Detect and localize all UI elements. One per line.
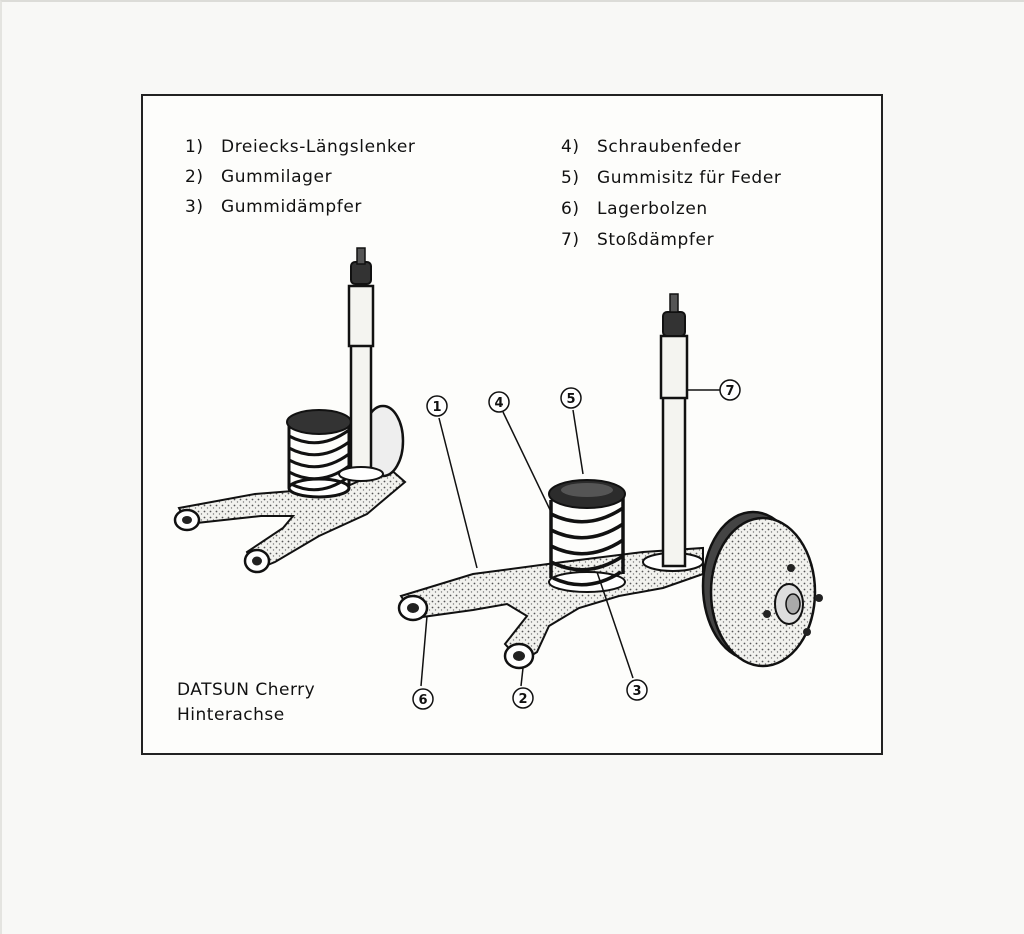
- callout-number: 2: [518, 692, 527, 707]
- right-shock-upper-tube: [659, 334, 689, 400]
- legend-label: Gummisitz für Feder: [597, 168, 782, 188]
- wheel-stud: [803, 628, 811, 636]
- callout-number: 6: [418, 693, 427, 708]
- right-bushing-front-inner: [407, 603, 419, 613]
- legend-number: 7): [561, 230, 580, 250]
- left-shock-upper-tube: [347, 284, 375, 348]
- left-coil-spring: [287, 422, 351, 499]
- caption-subject: Hinterachse: [177, 705, 285, 725]
- wheel-stud: [763, 610, 771, 618]
- legend-item-7: 7) Stoßdämpfer: [561, 225, 781, 256]
- legend-number: 5): [561, 168, 580, 188]
- callout-4: 4: [488, 391, 510, 413]
- legend-number: 3): [185, 197, 204, 217]
- left-shock-lower-tube: [349, 340, 373, 480]
- legend-label: Gummilager: [221, 167, 333, 187]
- legend-left-column: 1) Dreiecks-Längslenker 2) Gummilager 3)…: [185, 132, 415, 222]
- leader-line-6: [420, 615, 428, 687]
- callout-number: 1: [432, 400, 441, 415]
- leader-line-4: [502, 411, 554, 517]
- legend-item-4: 4) Schraubenfeder: [561, 132, 781, 163]
- callout-number: 7: [725, 384, 734, 399]
- legend-number: 4): [561, 137, 580, 157]
- legend-item-6: 6) Lagerbolzen: [561, 194, 781, 225]
- right-assembly: [397, 293, 823, 670]
- callout-number: 4: [494, 396, 503, 411]
- leader-line-1: [438, 417, 478, 569]
- right-bushing-rear-inner: [513, 651, 525, 661]
- right-arm-spring-pocket: [548, 571, 626, 593]
- suspension-drawing: 1 4 5 7 6 2 3: [173, 247, 823, 710]
- left-shock-base: [338, 466, 384, 482]
- right-shock-lower-tube: [661, 394, 687, 568]
- legend-label: Lagerbolzen: [597, 199, 708, 219]
- left-bushing-front-inner: [182, 516, 192, 524]
- diagram-caption: DATSUN Cherry Hinterachse: [177, 678, 315, 728]
- callout-number: 5: [566, 392, 575, 407]
- wheel-stud: [787, 564, 795, 572]
- legend-right-column: 4) Schraubenfeder 5) Gummisitz für Feder…: [561, 132, 781, 256]
- callout-number: 3: [632, 684, 641, 699]
- right-shock-stud: [669, 293, 679, 313]
- callout-2: 2: [512, 687, 534, 709]
- leader-lines: [420, 389, 720, 687]
- legend-number: 2): [185, 167, 204, 187]
- left-assembly: [173, 247, 407, 574]
- callout-5: 5: [560, 387, 582, 409]
- left-shock-stud: [356, 247, 366, 265]
- legend-number: 6): [561, 199, 580, 219]
- legend-item-5: 5) Gummisitz für Feder: [561, 163, 781, 194]
- callout-1: 1: [426, 395, 448, 417]
- leader-line-5: [572, 409, 584, 475]
- legend-label: Stoßdämpfer: [597, 230, 715, 250]
- right-brake-drum-face: [709, 516, 817, 668]
- leader-line-2: [520, 667, 524, 687]
- left-shock-mount-bushing: [350, 261, 372, 285]
- diagram-frame: 1) Dreiecks-Längslenker 2) Gummilager 3)…: [141, 94, 883, 755]
- callout-3: 3: [626, 679, 648, 701]
- left-bushing-rear-inner: [252, 556, 262, 566]
- legend-item-3: 3) Gummidämpfer: [185, 192, 415, 222]
- legend-label: Gummidämpfer: [221, 197, 362, 217]
- right-shock-mount-bushing: [662, 311, 686, 337]
- callout-6: 6: [412, 688, 434, 710]
- legend-item-1: 1) Dreiecks-Längslenker: [185, 132, 415, 162]
- left-spring-seat: [286, 409, 352, 435]
- legend-label: Schraubenfeder: [597, 137, 742, 157]
- legend-number: 1): [185, 137, 204, 157]
- right-wheel-hub-cap: [785, 593, 801, 615]
- legend-item-2: 2) Gummilager: [185, 162, 415, 192]
- legend-label: Dreiecks-Längslenker: [221, 137, 416, 157]
- right-spring-rubber-seat-top: [561, 483, 613, 497]
- wheel-stud: [815, 594, 823, 602]
- right-wishbone-arm: [399, 546, 704, 664]
- callout-7: 7: [719, 379, 741, 401]
- leader-line-3: [596, 571, 634, 679]
- caption-model: DATSUN Cherry: [177, 680, 316, 700]
